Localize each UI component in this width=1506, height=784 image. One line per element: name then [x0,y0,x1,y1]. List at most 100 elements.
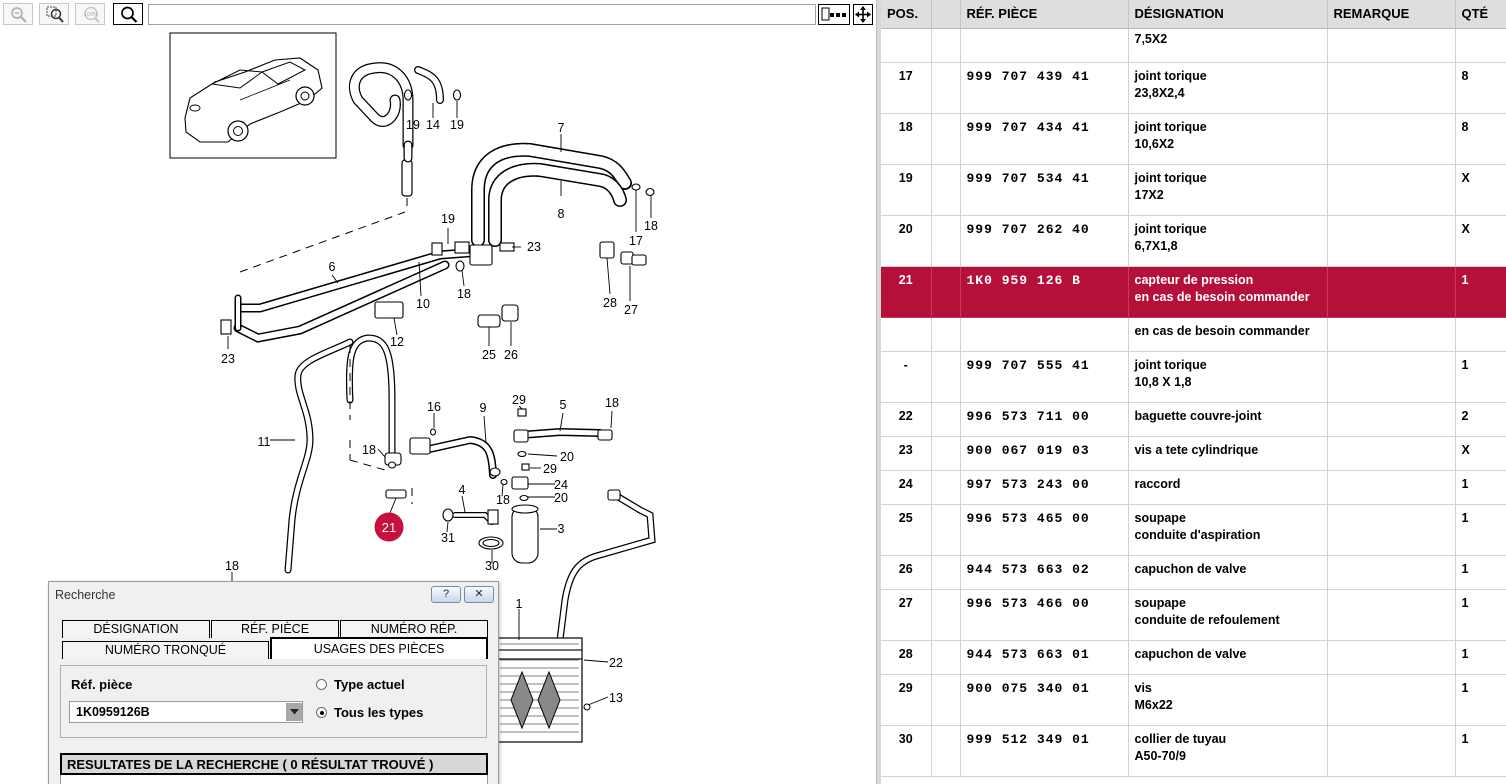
tab-usages-des-pieces[interactable]: USAGES DES PIÈCES [270,637,488,659]
callout-label[interactable]: 17 [629,234,643,248]
callout-label[interactable]: 14 [426,118,440,132]
cell-pos: 18 [881,113,932,165]
zoom-in-button[interactable] [113,3,143,25]
cell-pos [881,28,932,63]
ref-piece-label: Réf. pièce [71,677,133,692]
callout-label[interactable]: 19 [406,118,420,132]
selected-callout-marker [374,512,404,542]
callout-label[interactable]: 10 [416,297,430,311]
col-header-designation[interactable]: DÉSIGNATION [1128,0,1328,29]
col-header-pos[interactable]: POS. [881,0,932,29]
cell-blank [931,504,961,556]
callout-label[interactable]: 28 [603,296,617,310]
tab-ref-piece[interactable]: RÉF. PIÈCE [211,620,339,638]
callout-label[interactable]: 24 [554,478,568,492]
selected-callout[interactable]: 21 [374,512,404,542]
callout-label[interactable]: 13 [609,691,623,705]
pane-splitter[interactable] [876,0,881,784]
callout-label[interactable]: 23 [527,240,541,254]
callout-label[interactable]: 19 [450,118,464,132]
close-button[interactable]: ✕ [464,586,494,603]
callout-label[interactable]: 18 [644,219,658,233]
ref-piece-combobox[interactable]: 1K0959126B [69,701,303,723]
callout-label[interactable]: 12 [390,335,404,349]
callout-label[interactable]: 8 [558,207,565,221]
designation-line-1: capteur de pression [1134,272,1254,287]
callout-label[interactable]: 29 [512,393,526,407]
radio-tous-les-types[interactable]: Tous les types [316,705,476,721]
tab-numero-rep[interactable]: NUMÉRO RÉP. [340,620,488,638]
diagram-search-input[interactable] [148,4,816,25]
callout-label[interactable]: 7 [558,121,565,135]
cell-blank [931,164,961,216]
callout-label[interactable]: 5 [560,398,567,412]
cell-qte: 1 [1455,640,1506,675]
tab-designation[interactable]: DÉSIGNATION [62,620,210,638]
designation-line-1: joint torique [1134,119,1207,134]
help-button[interactable]: ? [431,586,461,603]
callout-label[interactable]: 11 [258,435,271,449]
callout-label[interactable]: 27 [624,303,638,317]
callout-label[interactable]: 29 [543,462,557,476]
results-list[interactable] [60,775,488,784]
callout-label[interactable]: 20 [560,450,574,464]
callout-label[interactable]: 16 [427,400,441,414]
callout-label[interactable]: 26 [504,348,518,362]
callout-label[interactable]: 18 [496,493,510,507]
callout-label[interactable]: 18 [362,443,376,457]
radio-tous-les-types-dot [316,707,327,718]
callout-label[interactable]: 18 [457,287,471,301]
callout-label[interactable]: 22 [609,656,623,670]
cell-remarque [1327,266,1456,318]
layout-button[interactable] [818,4,850,25]
cell-qte: X [1455,164,1506,216]
table-row[interactable]: en cas de besoin commander [881,317,1506,352]
col-header-qte[interactable]: QTÉ [1455,0,1506,29]
callout-label[interactable]: 20 [554,491,568,505]
move-button[interactable] [853,4,873,25]
cell-remarque [1327,504,1456,556]
callout-label[interactable]: 4 [459,483,466,497]
zoom-out-button[interactable] [3,3,33,25]
callout-label[interactable]: 9 [480,401,487,415]
callout-label[interactable]: 1 [516,597,523,611]
zoom-in-icon [121,6,138,23]
callout-label[interactable]: 18 [605,396,619,410]
table-row[interactable]: 7,5X2 [881,28,1506,63]
callout-label[interactable]: 30 [485,559,499,573]
zoom-100-button[interactable]: 100% [75,3,105,25]
callout-label[interactable]: 18 [225,559,239,573]
radio-type-actuel[interactable]: Type actuel [316,677,476,693]
callout-label[interactable]: 3 [558,522,565,536]
callout-label[interactable]: 23 [221,352,235,366]
zoom-area-button[interactable] [39,3,69,25]
cell-ref: 999 512 349 01 [960,725,1129,777]
ref-dropdown-button[interactable] [286,703,302,721]
col-header-remarque[interactable]: REMARQUE [1327,0,1456,29]
callout-label[interactable]: 31 [441,531,455,545]
cell-remarque [1327,215,1456,267]
callout-label[interactable]: 6 [329,260,336,274]
tab-numero-tronque[interactable]: NUMÉRO TRONQUÉ [62,641,269,659]
callout-label[interactable]: 25 [482,348,496,362]
col-header-ref[interactable]: RÉF. PIÈCE [960,0,1129,29]
callout-label[interactable]: 19 [441,212,455,226]
